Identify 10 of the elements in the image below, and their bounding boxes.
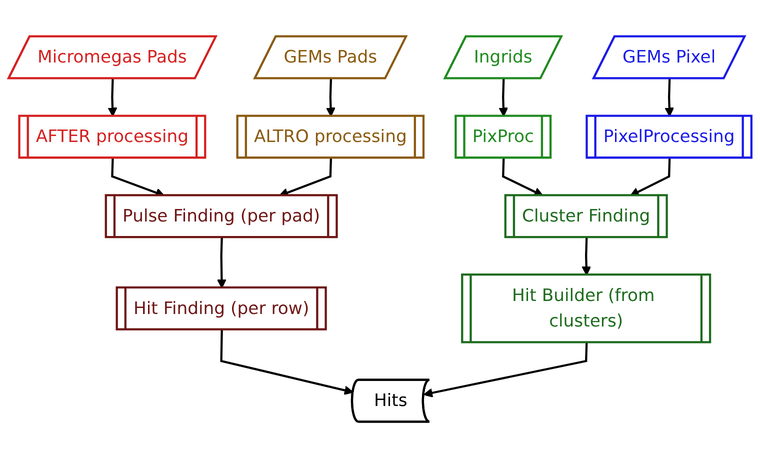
arrow xyxy=(498,78,508,117)
arrow xyxy=(502,158,544,196)
arrow xyxy=(220,330,354,395)
arrow xyxy=(423,342,588,398)
arrow xyxy=(664,78,674,117)
arrow xyxy=(630,158,671,196)
arrow xyxy=(108,78,118,117)
arrow xyxy=(582,238,592,276)
arrow xyxy=(326,78,336,117)
arrow xyxy=(216,238,226,288)
